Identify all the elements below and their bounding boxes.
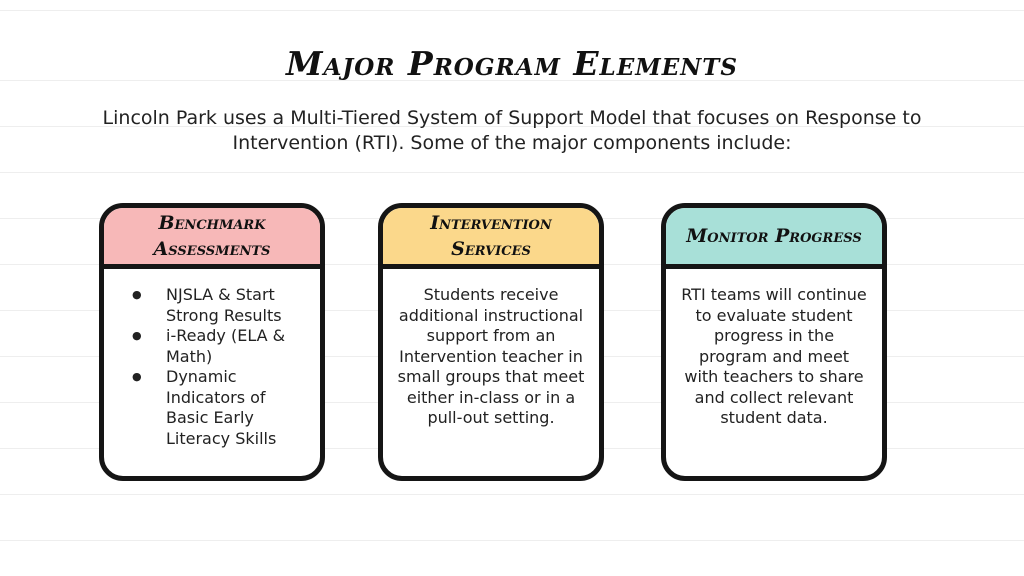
list-item: i-Ready (ELA & Math) <box>132 326 306 367</box>
card-heading: Monitor Progress <box>686 225 862 247</box>
card-intervention-services: Intervention Services Students receive a… <box>378 203 604 481</box>
card-header: Benchmark Assessments <box>104 208 320 269</box>
page-title: Major Program Elements <box>285 44 738 83</box>
card-heading: Intervention Services <box>430 212 552 260</box>
list-item: NJSLA & Start Strong Results <box>132 285 306 326</box>
list-item: Dynamic Indicators of Basic Early Litera… <box>132 367 306 449</box>
intro-paragraph: Lincoln Park uses a Multi-Tiered System … <box>102 107 922 154</box>
card-monitor-progress: Monitor Progress RTI teams will continue… <box>661 203 887 481</box>
card-body: RTI teams will continue to evaluate stud… <box>681 285 867 427</box>
bullet-list: NJSLA & Start Strong Results i-Ready (EL… <box>118 285 306 449</box>
card-body: NJSLA & Start Strong Results i-Ready (EL… <box>104 269 320 449</box>
card-benchmark-assessments: Benchmark Assessments NJSLA & Start Stro… <box>99 203 325 481</box>
card-header: Intervention Services <box>383 208 599 269</box>
card-body: Students receive additional instructiona… <box>397 285 585 427</box>
card-header: Monitor Progress <box>666 208 882 269</box>
card-heading: Benchmark Assessments <box>153 212 271 260</box>
